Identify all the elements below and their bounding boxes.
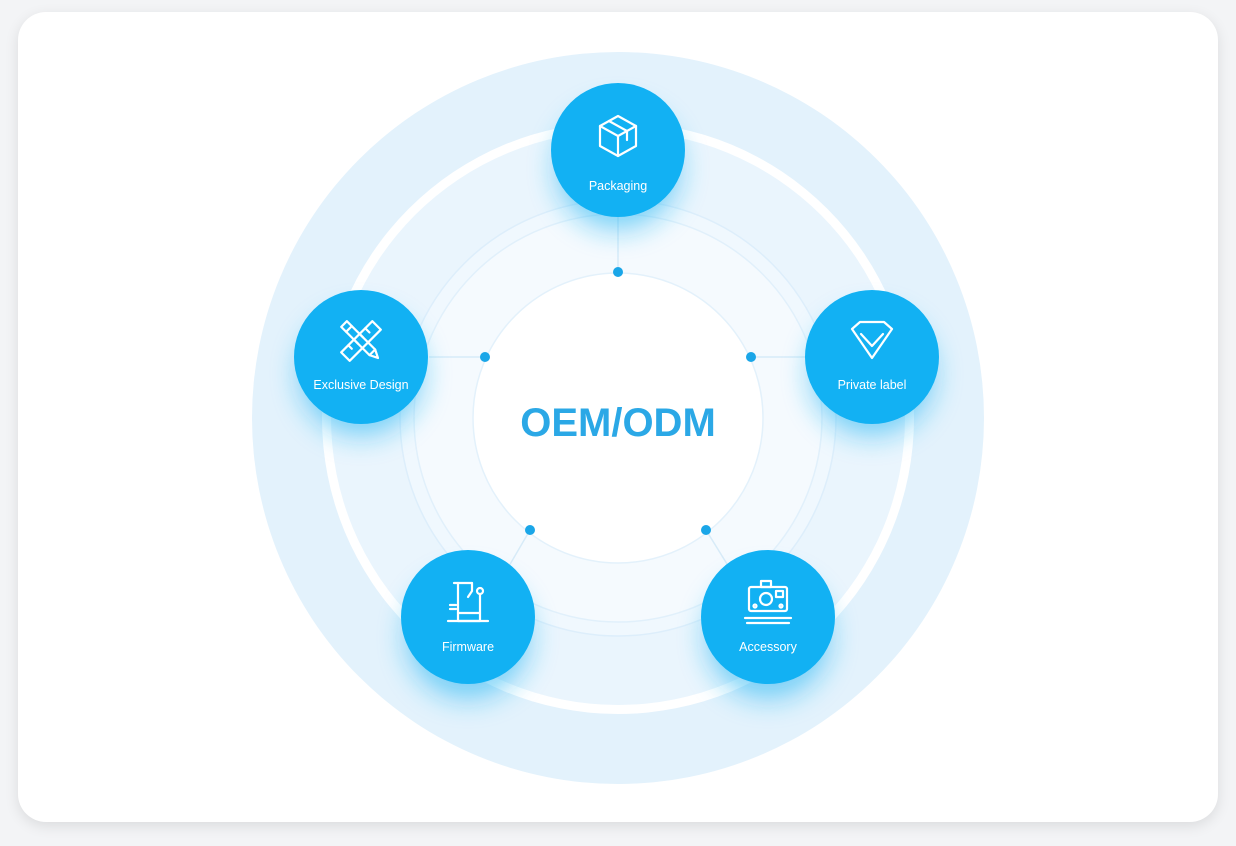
connectors xyxy=(429,210,806,586)
node-label-accessory: Accessory xyxy=(739,640,797,654)
node-label-firmware: Firmware xyxy=(442,640,494,654)
dot-firmware xyxy=(525,525,535,535)
dot-accessory xyxy=(701,525,711,535)
node-firmware[interactable]: Firmware xyxy=(401,550,535,699)
connector-dots xyxy=(480,267,756,535)
pencil-ruler-icon xyxy=(340,320,382,362)
node-label-exclusive-design: Exclusive Design xyxy=(313,378,408,392)
center-title: OEM/ODM xyxy=(520,401,716,445)
diamond-badge-icon xyxy=(850,320,894,360)
dot-exclusive-design xyxy=(480,352,490,362)
robot-arm-icon xyxy=(446,581,490,623)
dot-packaging xyxy=(613,267,623,277)
node-label-private-label: Private label xyxy=(838,378,907,392)
node-label-packaging: Packaging xyxy=(589,179,647,193)
dot-private-label xyxy=(746,352,756,362)
node-exclusive-design[interactable]: Exclusive Design xyxy=(294,290,428,436)
camera-accessory-icon xyxy=(743,579,793,625)
node-packaging[interactable]: Packaging xyxy=(551,83,685,230)
node-private-label[interactable]: Private label xyxy=(805,290,939,436)
package-box-icon xyxy=(598,114,638,158)
node-accessory[interactable]: Accessory xyxy=(701,550,835,699)
